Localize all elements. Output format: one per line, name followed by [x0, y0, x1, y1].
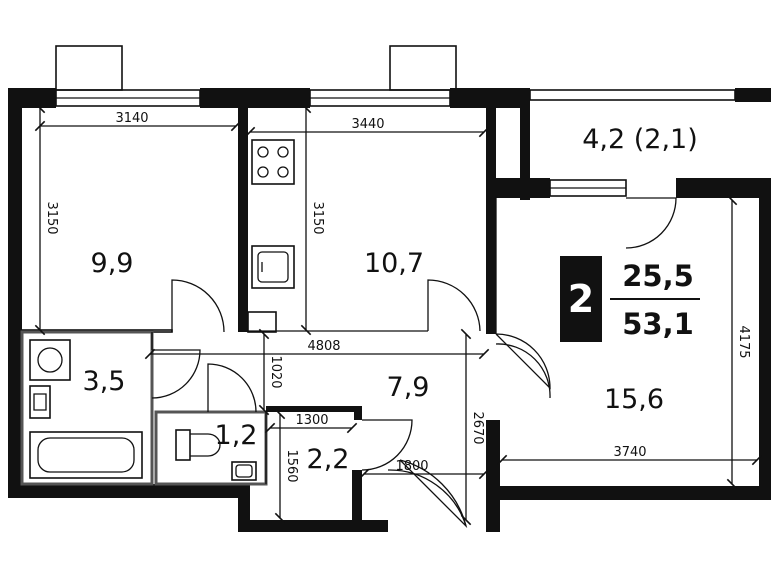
- balcony-box-left: [55, 45, 123, 91]
- dim-closet-width: 1300: [295, 413, 328, 428]
- dim-room-left-width: 3140: [115, 111, 148, 126]
- living-area: 25,5: [622, 259, 694, 293]
- exterior-walls: [8, 88, 771, 532]
- room-area-left: 9,9: [91, 248, 134, 279]
- rooms-count-box: [560, 256, 602, 342]
- dim-hall-width: 1020: [268, 355, 283, 388]
- dim-room-left-depth: 3150: [44, 201, 59, 234]
- windows: [55, 89, 736, 197]
- toilet-sink-icon: [231, 461, 257, 481]
- toilet-icon: [175, 429, 221, 461]
- interior-walls: [20, 106, 500, 520]
- bathtub-icon: [29, 431, 143, 479]
- room-area-bathroom: 3,5: [83, 366, 126, 397]
- room-area-hallway: 7,9: [387, 372, 430, 403]
- room-area-kitchen: 10,7: [364, 248, 424, 279]
- dimension-lines: [34, 102, 763, 526]
- room-area-right: 15,6: [604, 384, 664, 415]
- washing-machine-icon: [29, 339, 71, 381]
- stove-icon: [251, 139, 295, 185]
- dim-kitchen-depth: 3150: [310, 201, 325, 234]
- dim-room-right-depth: 4175: [736, 325, 751, 358]
- summary-badge: 2 25,5 53,1: [560, 256, 700, 342]
- rooms-count: 2: [568, 277, 594, 321]
- room-area-toilet: 1,2: [215, 420, 258, 451]
- dim-kitchen-width: 3440: [351, 117, 384, 132]
- dim-entry-width: 1800: [395, 459, 428, 474]
- kitchen-sink-icon: [251, 245, 295, 289]
- total-area: 53,1: [622, 307, 694, 341]
- dim-room-right-width: 3740: [613, 445, 646, 460]
- dim-hall-depth: 2670: [470, 411, 485, 444]
- balcony-box-right: [389, 45, 457, 91]
- dim-closet-depth: 1560: [284, 449, 299, 482]
- room-area-closet: 2,2: [307, 444, 350, 475]
- bathroom-sink-icon: [29, 385, 51, 419]
- dim-hall-length: 4808: [307, 339, 340, 354]
- room-area-loggia: 4,2 (2,1): [582, 124, 698, 155]
